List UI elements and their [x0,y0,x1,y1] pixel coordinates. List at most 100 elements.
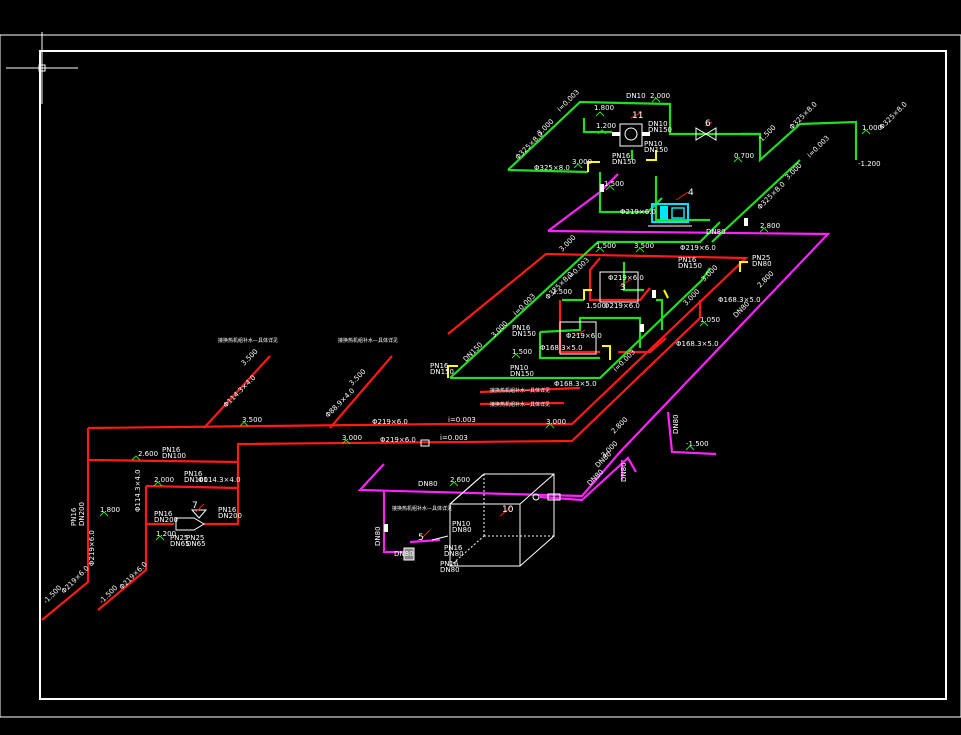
label: PN16 [444,544,463,552]
label: PN10 [452,520,470,528]
label: DN80 [418,480,438,488]
label: 1.500 [604,180,624,188]
label: PN16 [184,470,203,478]
label: 1.500 [586,302,606,310]
label: PN16 [70,507,78,526]
label: Φ325×8.0 [544,270,575,301]
label: DN10 [648,120,668,128]
label: Φ114.3×4.0 [134,469,142,512]
label: DN80 [444,550,464,558]
label: DN80 [394,550,414,558]
label: 3.000 [490,320,510,340]
label: Φ219×6.0 [380,436,416,444]
label: 1.800 [594,104,614,112]
label: DN10 [626,92,646,100]
label: DN80 [752,260,772,268]
equipment-number-labels: 11 6 4 3 10 7 5 [192,111,711,543]
label: i=0.003 [448,416,476,424]
label: PN16 [218,506,237,514]
label: DN80 [706,228,726,236]
label: DN150 [430,368,454,376]
label: 2.600 [450,476,470,484]
label: i=0.003 [512,292,537,317]
equipment-number-7: 7 [192,501,198,511]
label: Φ325×8.0 [878,100,909,131]
label: PN10 [644,140,662,148]
equipment-5-pump[interactable] [403,529,449,561]
label: Φ325×8.0 [788,100,819,131]
label: -1.200 [858,160,881,168]
label: 3.500 [242,416,262,424]
label: Φ219×6.0 [118,560,149,591]
label: PN16 [612,152,631,160]
water-tank-equipment-10[interactable] [449,473,555,567]
label: 1.200 [596,122,616,130]
label: 3.500 [634,242,654,250]
label: DN80 [452,526,472,534]
label: DN80 [672,414,680,434]
heat-exchanger-3[interactable] [559,271,639,355]
label: DN100 [184,476,208,484]
label: DN150 [644,146,668,154]
label: Φ114.3×4.0 [198,476,241,484]
label: 1.500 [512,348,532,356]
valve-equipment-6[interactable] [695,121,717,141]
label: -1.500 [686,440,709,448]
equipment-7-filter[interactable] [175,503,208,531]
label: 1.500 [758,124,778,144]
label: DN80 [440,566,460,574]
label: 3.500 [348,368,368,388]
equipment-number-3: 3 [620,283,626,293]
green-pipe-network [449,100,858,380]
label: Φ219×6.0 [372,418,408,426]
equipment-number-11: 11 [632,111,643,121]
label: 3.000 [558,234,578,254]
outer-border [0,34,961,718]
equipment-number-4: 4 [688,188,694,198]
label: DN150 [648,126,672,134]
label: DN65 [186,540,206,548]
label: i=0.003 [806,134,831,159]
label: 1.000 [862,124,882,132]
label: 2.000 [650,92,670,100]
note-text: 接换热机组补水—具体详见 [490,401,550,408]
label: PN25 [752,254,770,262]
label: DN80 [620,462,628,482]
filter-equipment-11[interactable] [612,111,650,147]
label: DN200 [154,516,178,524]
cad-crosshair-cursor [6,32,78,104]
label: 2.600 [138,450,158,458]
label: Φ219×6.0 [680,244,716,252]
note-text: 接换热机组补水—具体详见 [392,505,452,512]
pump-equipment-4[interactable] [648,191,692,227]
label: DN200 [78,502,86,526]
label: PN16 [162,446,181,454]
label: Φ219×6.0 [620,208,656,216]
label: PN25 [186,534,204,542]
label: 0.700 [734,152,754,160]
label: DN100 [162,452,186,460]
label: i=0.003 [440,434,468,442]
label: Φ219×6.0 [604,302,640,310]
label: 3.000 [342,434,362,442]
pipe-fittings [384,184,748,532]
equipment-number-6: 6 [705,119,711,129]
label: 3.500 [240,348,260,368]
label: Φ168.3×5.0 [540,344,583,352]
note-text: 接换热机组补水—具体详见 [218,337,278,344]
label: Φ168.3×5.0 [718,296,761,304]
label: PN16 [430,362,449,370]
label: 3.000 [572,158,592,166]
label: Φ219×6.0 [608,274,644,282]
label: Φ219×6.0 [566,332,602,340]
label: 3.000 [546,418,566,426]
label: Φ168.3×5.0 [676,340,719,348]
label: DN150 [512,330,536,338]
elevation-markers [99,97,871,541]
label: Φ219×6.0 [60,564,91,595]
label: Φ168.3×5.0 [554,380,597,388]
label: PN16 [440,560,459,568]
note-text: 接换热机组补水—具体详见 [338,337,398,344]
